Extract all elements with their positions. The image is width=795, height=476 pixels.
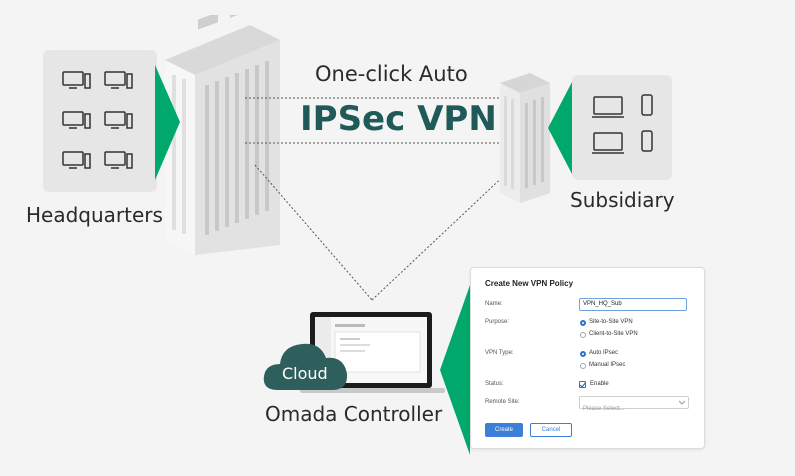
status-label: Status: (485, 381, 504, 387)
form-arrow (440, 285, 470, 455)
cancel-button[interactable]: Cancel (530, 423, 572, 437)
remote-site-placeholder: Please Select... (583, 406, 625, 412)
sub-arrow (548, 82, 572, 174)
hq-label: Headquarters (26, 203, 163, 227)
form-title: Create New VPN Policy (485, 279, 574, 288)
desktop-icon (104, 111, 133, 129)
subsidiary-building (500, 73, 550, 203)
hq-device-panel (43, 50, 157, 192)
name-input-value: VPN_HQ_Sub (583, 301, 622, 307)
vpn-type-label: VPN Type: (485, 350, 514, 356)
subsidiary-label: Subsidiary (570, 188, 675, 212)
name-label: Name: (485, 301, 503, 307)
name-input[interactable]: VPN_HQ_Sub (579, 298, 687, 311)
vpn-type-option-manual: Manual IPsec (589, 362, 626, 368)
vpn-policy-form: Create New VPN Policy Name: VPN_HQ_Sub P… (470, 267, 705, 449)
laptop-icon (592, 96, 624, 118)
checkmark-icon (579, 381, 586, 388)
vpn-type-radio-auto[interactable] (580, 351, 586, 357)
create-button[interactable]: Create (485, 423, 523, 437)
title-line1: One-click Auto (315, 62, 468, 86)
sub-device-panel (572, 75, 672, 180)
desktop-icon (104, 71, 133, 89)
cloud-label: Cloud (282, 364, 328, 383)
purpose-option-client: Client-to-Site VPN (589, 331, 638, 337)
hq-arrow (155, 65, 180, 180)
vpn-type-radio-manual[interactable] (580, 363, 586, 369)
status-checkbox[interactable] (579, 381, 586, 388)
desktop-icon (62, 151, 91, 169)
phone-icon (641, 94, 653, 116)
remote-site-label: Remote Site: (485, 399, 520, 405)
remote-site-select[interactable]: Please Select... (579, 396, 689, 412)
desktop-icon (62, 111, 91, 129)
desktop-icon (104, 151, 133, 169)
controller-label: Omada Controller (265, 402, 443, 426)
purpose-option-site: Site-to-Site VPN (589, 319, 633, 325)
purpose-label: Purpose: (485, 319, 510, 325)
chevron-down-icon (679, 400, 685, 405)
title-line2: IPSec VPN (300, 99, 497, 139)
vpn-type-option-auto: Auto IPsec (589, 350, 619, 356)
purpose-radio-site[interactable] (580, 320, 586, 326)
purpose-radio-client[interactable] (580, 332, 586, 338)
desktop-icon (62, 71, 91, 89)
hq-devices (62, 71, 133, 169)
hq-building (165, 15, 280, 255)
sub-devices (592, 94, 653, 154)
phone-icon (641, 130, 653, 152)
cloud-icon (263, 343, 348, 390)
status-value: Enable (590, 381, 609, 387)
laptop-icon (592, 132, 624, 154)
